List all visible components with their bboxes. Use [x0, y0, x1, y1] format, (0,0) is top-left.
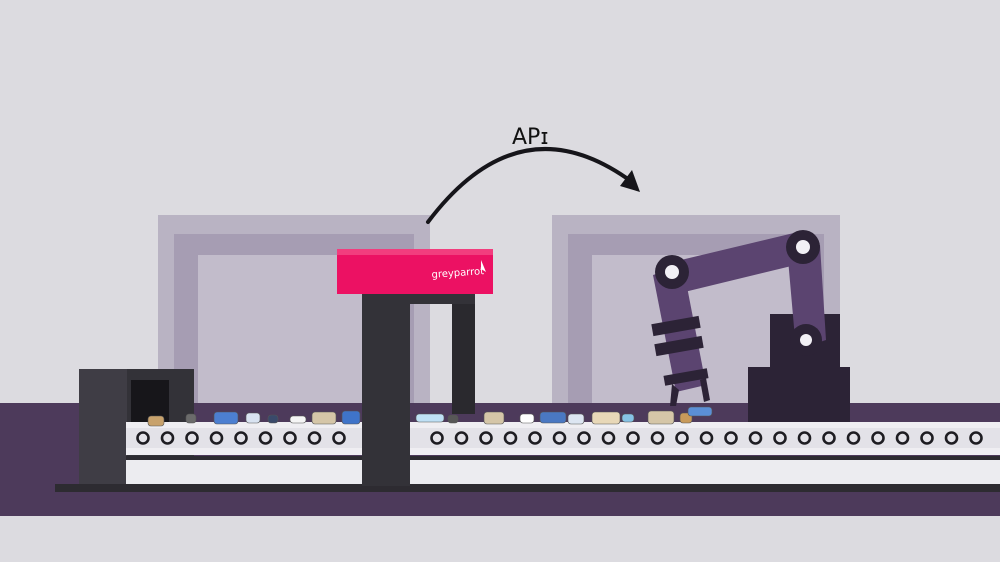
waste-item	[311, 411, 337, 425]
belt-roller	[724, 431, 738, 445]
belt-roller	[234, 431, 248, 445]
belt-roller	[626, 431, 640, 445]
waste-item	[621, 413, 635, 423]
belt-roller	[822, 431, 836, 445]
waste-item	[519, 413, 535, 424]
waste-item	[447, 414, 459, 424]
waste-item	[185, 413, 197, 424]
api-label: APɪ	[512, 125, 549, 150]
belt-roller	[332, 431, 346, 445]
waste-item	[647, 410, 675, 425]
belt-roller	[773, 431, 787, 445]
arrow-head-icon	[620, 170, 640, 192]
belt-roller	[503, 431, 518, 445]
parrot-logo-icon	[481, 260, 486, 272]
waste-item	[483, 411, 505, 425]
belt-roller	[871, 431, 885, 445]
waste-items	[147, 406, 713, 427]
belt-roller	[650, 431, 665, 445]
api-arrow	[426, 147, 634, 224]
belt-roller	[699, 431, 714, 445]
belt-roller	[209, 431, 224, 445]
waste-item	[591, 411, 621, 425]
robot-arm	[651, 230, 850, 422]
belt-roller	[307, 431, 322, 445]
brand-logo-text: greyparrot	[431, 266, 484, 281]
belt-roller	[601, 431, 616, 445]
belt-roller	[895, 431, 910, 445]
waste-item	[341, 410, 361, 425]
belt-roller	[797, 431, 812, 445]
waste-item	[415, 413, 445, 423]
base-rail	[55, 484, 1000, 492]
belt-roller	[454, 431, 469, 445]
waste-item	[289, 415, 307, 424]
belt-roller	[944, 431, 959, 445]
conveyor-belt	[126, 422, 1000, 485]
waste-item	[567, 413, 585, 425]
belt-roller	[528, 431, 542, 445]
belt-roller	[748, 431, 763, 445]
belt-roller	[283, 431, 297, 445]
belt-roller	[136, 431, 150, 445]
scanner-head: greyparrot	[337, 249, 493, 294]
waste-item	[213, 411, 239, 425]
belt-roller	[920, 431, 934, 445]
waste-item	[245, 412, 261, 424]
belt-roller	[969, 431, 983, 445]
waste-item	[687, 406, 713, 417]
waste-item	[267, 414, 279, 424]
waste-item	[539, 411, 567, 424]
scanner-gantry	[362, 294, 475, 486]
belt-roller	[846, 431, 861, 445]
belt-roller	[675, 431, 689, 445]
belt-roller	[577, 431, 591, 445]
belt-roller	[258, 431, 273, 445]
belt-roller	[552, 431, 567, 445]
belt-roller	[185, 431, 199, 445]
belt-roller	[160, 431, 175, 445]
belt-roller	[430, 431, 444, 445]
belt-roller	[479, 431, 493, 445]
waste-item	[147, 415, 165, 427]
